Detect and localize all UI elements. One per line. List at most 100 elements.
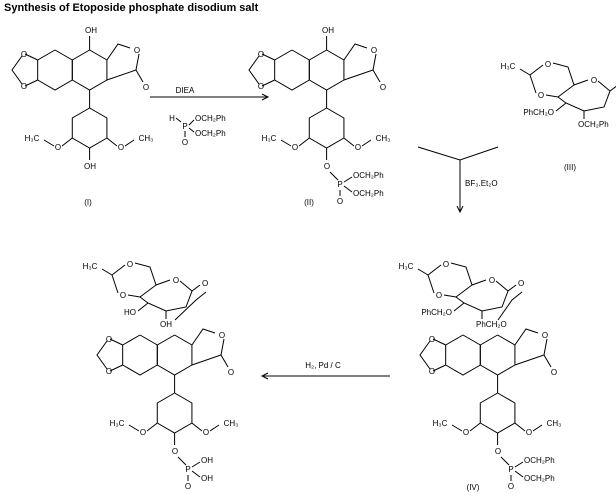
- carbonyl-bond: [543, 354, 552, 368]
- atom-label: O: [508, 482, 514, 491]
- pyranose-ring: [557, 80, 611, 112]
- dioxole-bond: [11, 55, 23, 85]
- sugar-substituent: PhCH₂O: [421, 308, 452, 317]
- dioxole-bond: [248, 55, 260, 85]
- compound-label: (I): [84, 198, 92, 207]
- atom-label: O: [591, 76, 597, 85]
- bond: [24, 53, 38, 61]
- pyranose-ring: [455, 280, 509, 312]
- atom-label: O: [429, 367, 435, 376]
- arrow-step2: BF₃.Et₂O: [417, 146, 499, 214]
- atom-label: O: [228, 368, 234, 377]
- atom-label: O: [106, 335, 112, 344]
- bond: [529, 74, 537, 94]
- reagent-label: H₂, Pd / C: [305, 361, 341, 370]
- bond: [427, 264, 442, 276]
- bond: [514, 461, 524, 468]
- aryl-ring: [308, 107, 345, 149]
- bond: [155, 279, 171, 286]
- benzene-ring: [122, 334, 158, 376]
- bond: [61, 137, 73, 147]
- reagent-label: DIEA: [176, 86, 195, 95]
- top-substituent: OH: [85, 26, 97, 35]
- bond: [111, 264, 126, 276]
- phosphorus: P: [508, 465, 513, 474]
- atom-label: O: [436, 291, 442, 300]
- lactone-bond: [106, 53, 140, 81]
- atom-label: O: [443, 260, 449, 269]
- lactone-bond: [514, 338, 548, 366]
- para-substituent: O: [324, 162, 330, 171]
- bond: [188, 119, 195, 126]
- methyl-label: H₃C: [83, 262, 98, 271]
- bond: [109, 364, 123, 372]
- reagent-atom: O: [182, 138, 188, 147]
- compound-label: (II): [304, 198, 314, 207]
- sugar-substituent: PhCH₂O: [523, 108, 554, 117]
- bond: [24, 79, 38, 87]
- bond: [469, 422, 481, 432]
- phosphate-substituent: OCH₂Ph: [524, 456, 555, 465]
- atom-label: O: [173, 276, 179, 285]
- aryl-ring: [479, 392, 516, 434]
- bond: [111, 274, 119, 294]
- atom-label: O: [429, 335, 435, 344]
- benzene-ring: [37, 49, 73, 91]
- bond: [519, 68, 531, 76]
- arrowhead: [261, 93, 270, 101]
- scheme-title: Synthesis of Etoposide phosphate disodiu…: [4, 2, 259, 14]
- phosphate-substituent: OH: [201, 474, 213, 483]
- atom-label: O: [526, 428, 532, 437]
- reagent-atom: H: [169, 114, 175, 123]
- cyclohexane-ring: [71, 49, 108, 91]
- bond: [175, 117, 182, 123]
- bond: [609, 85, 616, 92]
- anomeric-substituent: O: [202, 279, 208, 288]
- bond: [432, 364, 446, 372]
- dioxole-bond: [419, 340, 431, 370]
- bond: [106, 137, 118, 147]
- cyclohexane-ring: [308, 49, 345, 91]
- reagent-label: BF₃.Et₂O: [465, 179, 498, 188]
- sugar-substituent: PhCH₂O: [476, 320, 507, 329]
- bond: [427, 274, 435, 294]
- lactone-bond: [343, 53, 377, 81]
- bond: [507, 284, 517, 292]
- anomeric-substituent: O: [518, 279, 524, 288]
- atom-label: O: [134, 46, 140, 55]
- atom-label: O: [542, 331, 548, 340]
- bond: [529, 64, 544, 76]
- methyl-label: H₃C: [399, 262, 414, 271]
- bond: [191, 461, 201, 468]
- bond: [500, 456, 510, 466]
- atom-label: O: [120, 291, 126, 300]
- benzene-ring: [445, 334, 481, 376]
- atom-label: O: [21, 82, 27, 91]
- bond: [573, 79, 589, 86]
- compound-label: (III): [564, 163, 576, 172]
- atom-label: O: [203, 428, 209, 437]
- atom-label: O: [258, 82, 264, 91]
- atom-label: O: [355, 143, 361, 152]
- phosphate-substituent: OCH₂Ph: [353, 171, 384, 180]
- reagent-atom: OCH₂Ph: [195, 114, 226, 123]
- atom-label: H₃C: [25, 134, 40, 143]
- atom-label: O: [185, 482, 191, 491]
- carbonyl-bond: [220, 354, 229, 368]
- pyranose-ring: [139, 280, 193, 312]
- atom-label: O: [371, 46, 377, 55]
- cyclohexane-ring: [156, 334, 193, 376]
- bond: [343, 137, 355, 147]
- carbonyl-bond: [135, 69, 144, 83]
- atom-label: O: [538, 91, 544, 100]
- benzene-ring: [274, 49, 310, 91]
- bond: [343, 176, 353, 183]
- bond: [298, 137, 310, 147]
- phosphate-substituent: OH: [201, 456, 213, 465]
- arrowhead: [260, 372, 269, 380]
- atom-label: H₃C: [110, 419, 125, 428]
- atom-label: H₃C: [433, 419, 448, 428]
